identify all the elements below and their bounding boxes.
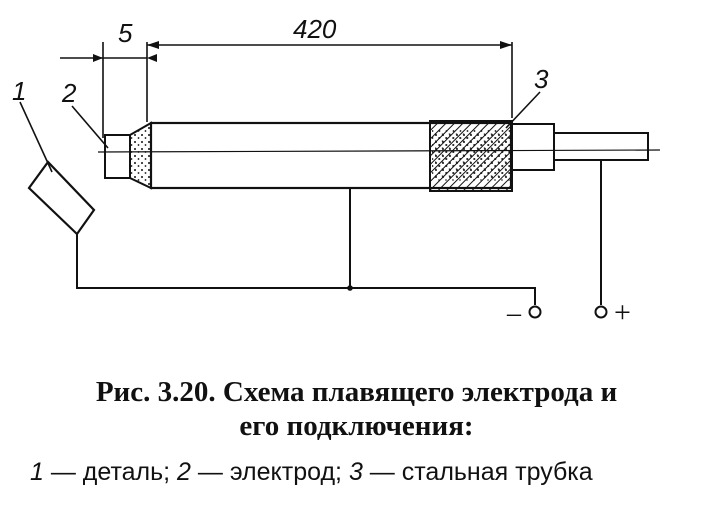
holder	[511, 123, 649, 171]
dimension-gap-label: 5	[118, 18, 133, 48]
positive-sign: +	[614, 296, 631, 329]
dimension-length-label: 420	[293, 14, 337, 44]
caption-title-line2: его подключения:	[239, 410, 474, 442]
legend-text-1: — деталь;	[43, 458, 178, 486]
electrode-diagram: 5 420 – + 1 2 3	[12, 14, 661, 329]
legend-num-2: 2	[177, 458, 191, 486]
caption-legend: 1 — деталь; 2 — электрод; 3 — стальная т…	[30, 458, 710, 487]
callout-2: 2	[61, 78, 77, 108]
legend-num-3: 3	[348, 458, 363, 486]
legend-num-1: 1	[30, 458, 44, 486]
workpiece	[27, 160, 96, 236]
electrode-tip	[104, 121, 152, 190]
dimension-arrows	[93, 41, 512, 62]
callout-1: 1	[12, 76, 26, 106]
callout-3: 3	[534, 64, 549, 94]
leader-lines	[19, 91, 541, 173]
dimension-lines	[60, 42, 513, 138]
legend-text-2: — электрод;	[190, 458, 349, 486]
caption-title-line1: Рис. 3.20. Схема плавящего электрода и	[95, 376, 618, 408]
wiring	[76, 160, 602, 305]
negative-sign: –	[506, 298, 522, 329]
electrode-body	[149, 120, 513, 192]
negative-terminal	[528, 305, 542, 319]
legend-text-3: — стальная трубка	[362, 458, 593, 486]
positive-terminal	[594, 305, 608, 319]
axis-line	[97, 149, 661, 153]
